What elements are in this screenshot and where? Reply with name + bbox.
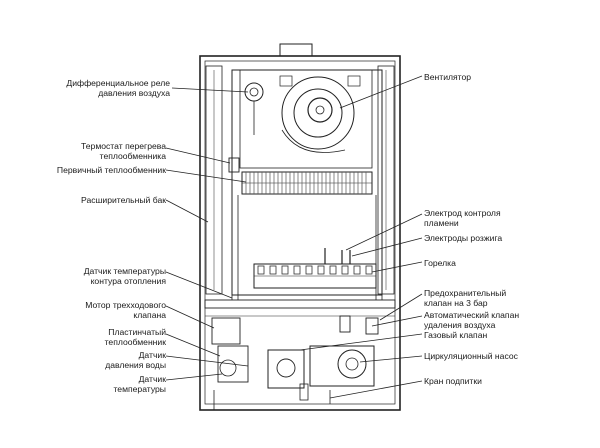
label-fill-tap: Кран подпитки (424, 376, 482, 386)
burner-ramps (257, 265, 373, 275)
label-circulation-pump: Циркуляционный насос (424, 351, 518, 361)
fan-shape (281, 76, 355, 150)
label-auto-air-vent: Автоматический клапан удаления воздуха (424, 310, 520, 330)
label-expansion-tank: Расширительный бак (81, 195, 166, 205)
label-heating-temp-sensor: Датчик температуры контура отопления (83, 266, 166, 286)
plate-heat-exchanger-shape (217, 345, 249, 383)
boiler-casing (199, 55, 401, 411)
label-burner: Горелка (424, 258, 456, 268)
flue-outlet (279, 43, 313, 57)
label-water-pressure-sensor: Датчик давления воды (105, 350, 166, 370)
heat-exchanger-fins (245, 172, 367, 194)
label-flame-control-electrode: Электрод контроля пламени (424, 208, 501, 228)
fan-housing (239, 69, 373, 169)
label-safety-valve-3bar: Предохранительный клапан на 3 бар (424, 288, 507, 308)
label-ignition-electrodes: Электроды розжига (424, 233, 503, 243)
label-fan: Вентилятор (424, 72, 472, 82)
three-way-valve-shape (211, 317, 241, 345)
label-primary-heat-exchanger: Первичный теплообменник (56, 165, 166, 175)
gas-valve-shape (267, 349, 305, 389)
label-plate-heat-exchanger: Пластинчатый теплообменник (104, 327, 166, 347)
leader-lines (165, 75, 423, 399)
label-overheat-thermostat: Термостат перегрева теплообменника (81, 141, 166, 161)
label-temperature-sensor: Датчик температуры (113, 374, 166, 394)
expansion-tank-body (205, 65, 223, 295)
label-gas-valve: Газовый клапан (424, 330, 488, 340)
label-air-pressure-switch: Дифференциальное реле давления воздуха (66, 78, 170, 98)
pump-shape (309, 345, 375, 387)
label-three-way-valve-motor: Мотор трехходового клапана (85, 300, 166, 320)
